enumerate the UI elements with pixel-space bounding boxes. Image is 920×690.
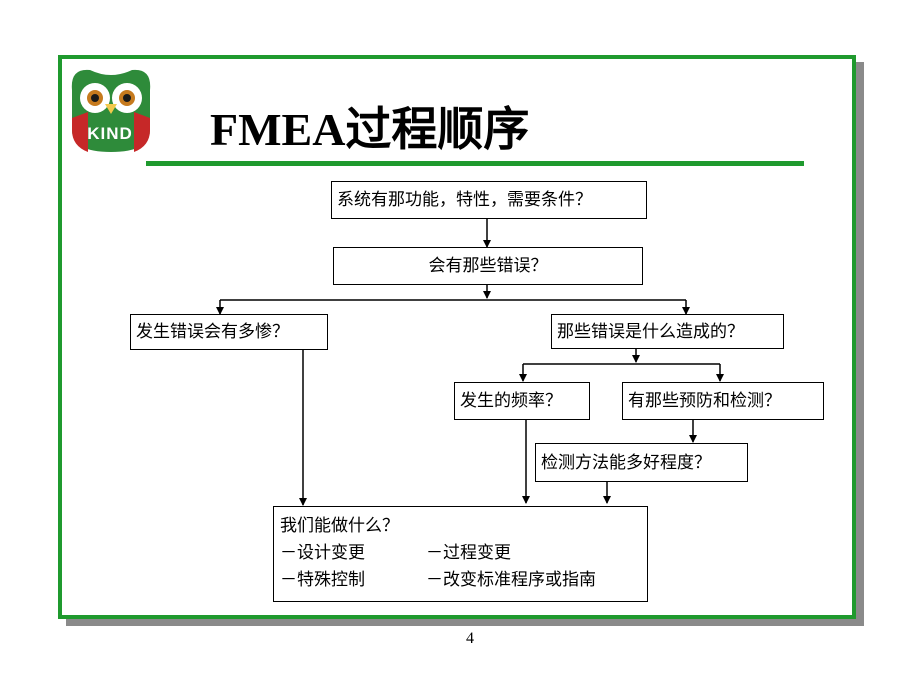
box-possible-errors-text: 会有那些错误？ [428,256,548,276]
box-prevention: 有那些预防和检测？ [622,382,824,420]
box-prevention-text: 有那些预防和检测？ [628,391,781,411]
action-item: －特殊控制 [280,570,365,590]
box-detection: 检测方法能多好程度？ [535,443,748,482]
box-severity: 发生错误会有多惨？ [130,314,328,350]
actions-row-2: －特殊控制 －改变标准程序或指南 [280,567,641,594]
action-item: －改变标准程序或指南 [426,570,596,590]
box-detection-text: 检测方法能多好程度？ [541,452,711,473]
owl-logo-icon [71,69,151,152]
box-actions: 我们能做什么？ －设计变更 －过程变更 －特殊控制 －改变标准程序或指南 [273,506,648,602]
box-functions: 系统有那功能，特性，需要条件？ [331,181,647,219]
actions-heading: 我们能做什么？ [280,516,399,536]
box-frequency: 发生的频率？ [454,382,590,420]
box-causes: 那些错误是什么造成的？ [551,314,784,349]
box-frequency-text: 发生的频率？ [460,391,562,411]
title-rule [146,161,804,166]
actions-row-1: －设计变更 －过程变更 [280,540,641,567]
box-possible-errors: 会有那些错误？ [333,247,643,285]
page-title: FMEA过程顺序 [210,104,530,155]
box-functions-text: 系统有那功能，特性，需要条件？ [337,190,592,210]
page-number: 4 [466,630,474,647]
action-item: －设计变更 [280,543,365,563]
box-causes-text: 那些错误是什么造成的？ [557,321,744,342]
box-severity-text: 发生错误会有多惨？ [136,322,289,342]
action-item: －过程变更 [426,543,511,563]
logo-text: KIND [87,124,133,143]
